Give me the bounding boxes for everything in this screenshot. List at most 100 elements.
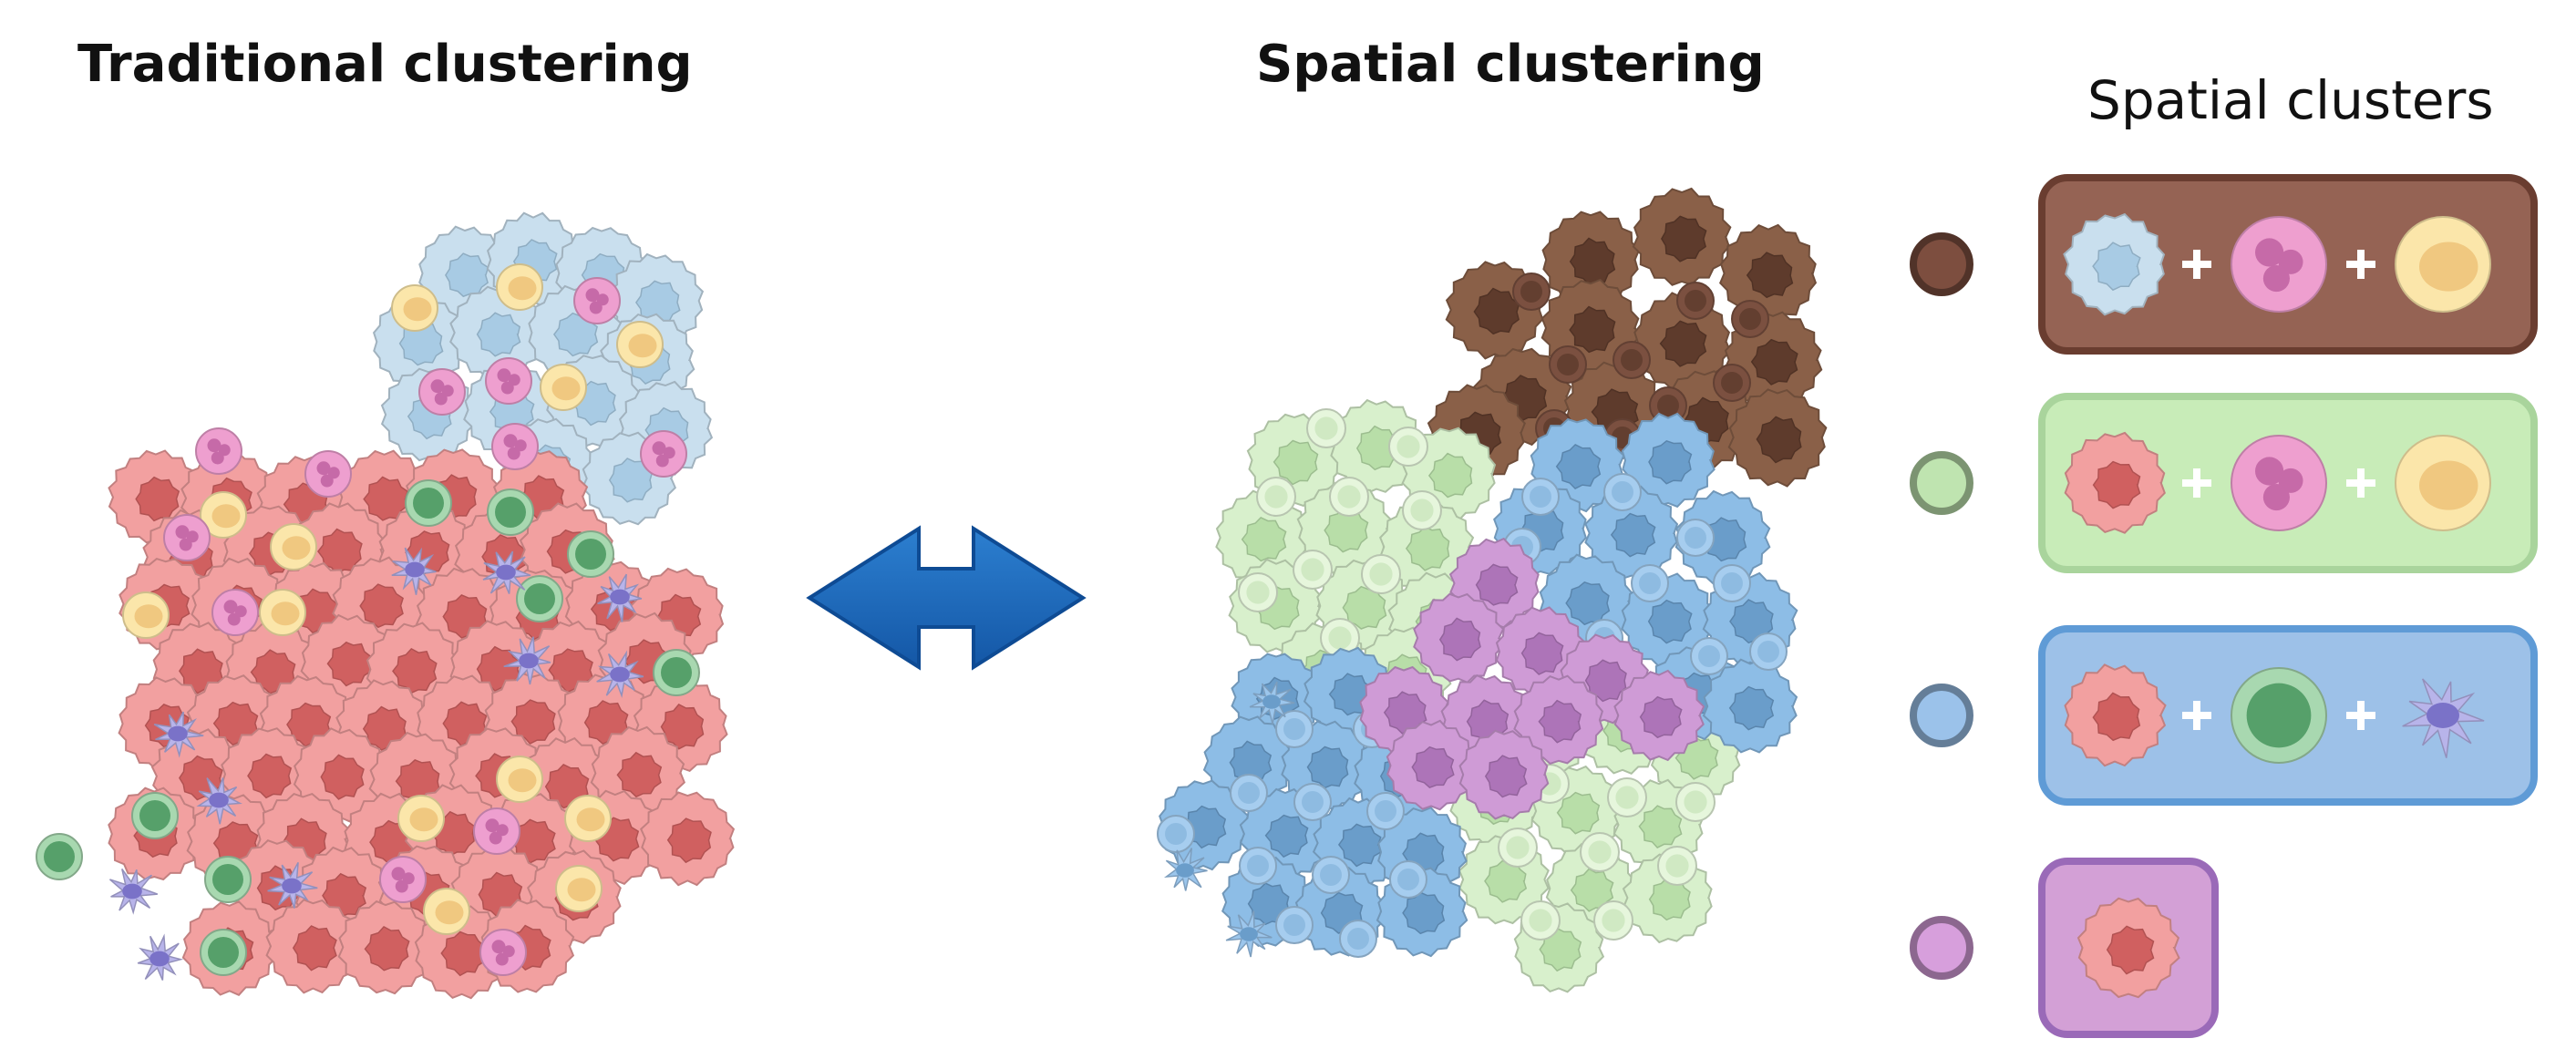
round-cell-icon [1676,519,1715,557]
plasma-cell-icon [496,263,543,311]
tumor-cell-icon [1632,187,1732,286]
round-cell-icon [1238,572,1278,612]
plus-icon [2346,701,2375,730]
neutrophil-cell-icon [195,427,242,475]
plus-icon [2182,468,2211,498]
traditional-clustering-tissue [36,211,736,1000]
tumor-cell-icon [2076,897,2180,999]
neutrophil-cell-icon [491,423,539,470]
lymphocyte-cell-icon [2231,667,2327,764]
tumor-cell-icon [1458,729,1550,820]
neutrophil-cell-icon [640,430,687,478]
tumor-cell-icon [1727,388,1828,488]
dendritic-cell-icon [153,711,204,758]
neutrophil-cell-icon [163,514,211,561]
round-cell-icon [1731,300,1769,338]
plasma-cell-icon [616,321,664,368]
plasma-cell-icon [200,491,247,539]
tumor-cell-icon [1202,715,1294,807]
round-cell-icon [1713,564,1751,602]
tumor-cell-icon [633,677,728,774]
dendritic-cell-icon [1249,681,1295,725]
round-cell-icon [1306,408,1346,448]
spatial-clustering-tissue [1157,187,1828,993]
dendritic-cell-icon [1163,848,1208,891]
neutrophil-cell-icon [2231,435,2327,531]
dendritic-cell-icon [2402,678,2485,758]
round-cell-icon [1498,828,1538,868]
lymphocyte-cell-icon [653,649,700,696]
lymphocyte-cell-icon [36,833,83,880]
plus-icon [2182,701,2211,730]
green-cluster-legend-row [1910,393,2538,573]
blue-cluster-legend-row [1910,625,2538,806]
round-cell-icon [1239,847,1277,885]
tumor-cell-icon [1613,669,1705,762]
lymphocyte-cell-icon [200,929,247,976]
neutrophil-cell-icon [304,450,352,498]
spatial-clusters-legend [1910,174,2538,1038]
tumor-cell-icon [1386,719,1478,811]
brown-cluster-marker [1910,232,1973,296]
round-cell-icon [1713,364,1751,402]
round-cell-icon [1329,477,1369,517]
purple-cluster-legend-row [1910,858,2219,1038]
plus-icon [2182,250,2211,279]
dendritic-cell-icon [503,636,551,685]
purple-cluster-marker [1910,916,1973,980]
dendritic-cell-icon [196,777,243,825]
tumor-cell-icon [1719,223,1818,323]
round-cell-icon [1675,782,1716,822]
round-cell-icon [1293,783,1332,821]
neutrophil-cell-icon [2231,216,2327,313]
macrophage-cell-icon [2063,212,2166,316]
tumor-cell-icon [2064,431,2166,534]
tumor-cell-icon [1621,412,1716,509]
neutrophil-cell-icon [379,856,427,903]
round-cell-icon [1275,710,1314,748]
tumor-cell-icon [1379,499,1475,594]
plasma-cell-icon [496,756,543,803]
round-cell-icon [1388,427,1428,467]
round-cell-icon [1657,846,1697,886]
lymphocyte-cell-icon [516,575,563,622]
plasma-cell-icon [270,523,317,571]
round-cell-icon [1603,473,1642,511]
plasma-cell-icon [259,589,306,636]
plasma-cell-icon [2395,216,2491,313]
lymphocyte-cell-icon [131,792,179,839]
round-cell-icon [1339,920,1377,958]
double-arrow [806,525,1087,671]
tumor-cell-icon [639,791,736,887]
spatial-clusters-legend-title: Spatial clusters [2087,69,2494,131]
dendritic-cell-icon [391,547,437,595]
plus-icon [2346,250,2375,279]
tumor-cell-icon [2064,663,2167,767]
tumor-cell-icon [265,899,361,994]
round-cell-icon [1676,282,1715,320]
round-cell-icon [1320,618,1360,658]
round-cell-icon [1361,554,1401,594]
round-cell-icon [1402,490,1442,530]
spatial-clustering-title: Spatial clustering [1256,35,1765,94]
green-cluster-marker [1910,451,1973,515]
dendritic-cell-icon [597,573,643,622]
neutrophil-cell-icon [418,368,466,416]
round-cell-icon [1593,900,1633,941]
tumor-cell-icon [337,900,434,995]
plasma-cell-icon [555,865,603,912]
round-cell-icon [1389,860,1427,899]
dendritic-cell-icon [109,869,159,915]
tumor-cell-icon [1622,852,1713,944]
round-cell-icon [1512,272,1551,311]
blue-cluster-marker [1910,684,1973,747]
tumor-cell-icon [1584,485,1679,581]
dendritic-cell-icon [137,933,184,981]
lymphocyte-cell-icon [487,488,534,536]
round-cell-icon [1521,478,1560,516]
traditional-clustering-title: Traditional clustering [77,35,693,94]
neutrophil-cell-icon [485,357,532,405]
round-cell-icon [1613,341,1651,379]
plasma-cell-icon [2395,435,2491,531]
round-cell-icon [1312,856,1350,894]
